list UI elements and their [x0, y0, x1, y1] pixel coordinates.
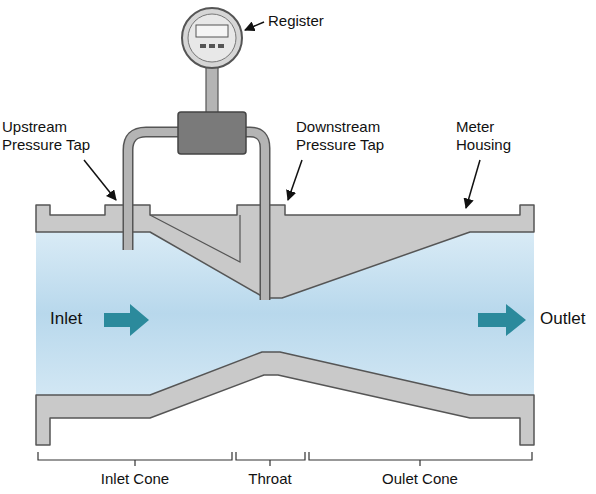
register-stem — [206, 66, 218, 114]
meter-housing-top — [36, 205, 534, 298]
transmitter-body — [178, 112, 246, 154]
register-label: Register — [268, 12, 324, 30]
label-text: Inlet — [50, 309, 82, 328]
leader-line — [288, 160, 302, 200]
outlet-arrow — [478, 304, 526, 336]
flow-label: Inlet — [50, 310, 82, 328]
label-text: Inlet Cone — [101, 470, 169, 487]
meter-housing-bottom — [36, 352, 534, 445]
leader-line — [245, 22, 264, 30]
label-text: Outlet — [540, 309, 585, 328]
downstream-tube-outline — [244, 132, 265, 300]
section-label: Inlet Cone — [101, 470, 169, 488]
register-button — [218, 44, 224, 48]
upstream-tube-outline — [128, 132, 182, 250]
register-button — [200, 44, 206, 48]
upstream-tube — [128, 132, 182, 250]
flow-label: Outlet — [540, 310, 585, 328]
register-dial — [182, 8, 242, 68]
housing-cavity-line — [150, 215, 240, 262]
register-display — [196, 25, 228, 37]
leader-line — [84, 160, 116, 200]
label-text: Oulet Cone — [382, 470, 458, 487]
label-text: Downstream Pressure Tap — [296, 118, 384, 153]
section-bracket — [236, 452, 305, 466]
register-button — [209, 44, 215, 48]
register-face — [188, 14, 236, 62]
section-bracket — [309, 452, 532, 466]
label-text: Meter Housing — [456, 118, 511, 153]
label-text: Register — [268, 12, 324, 29]
part-label: Meter Housing — [456, 118, 531, 154]
section-label: Throat — [248, 470, 291, 488]
label-text: Throat — [248, 470, 291, 487]
inlet-arrow — [104, 304, 149, 336]
leader-line — [466, 160, 480, 208]
label-text: Upstream Pressure Tap — [2, 118, 90, 153]
section-bracket — [38, 452, 232, 466]
part-label: Downstream Pressure Tap — [296, 118, 411, 154]
section-label: Oulet Cone — [382, 470, 458, 488]
downstream-tube — [244, 132, 265, 300]
part-label: Upstream Pressure Tap — [2, 118, 112, 154]
